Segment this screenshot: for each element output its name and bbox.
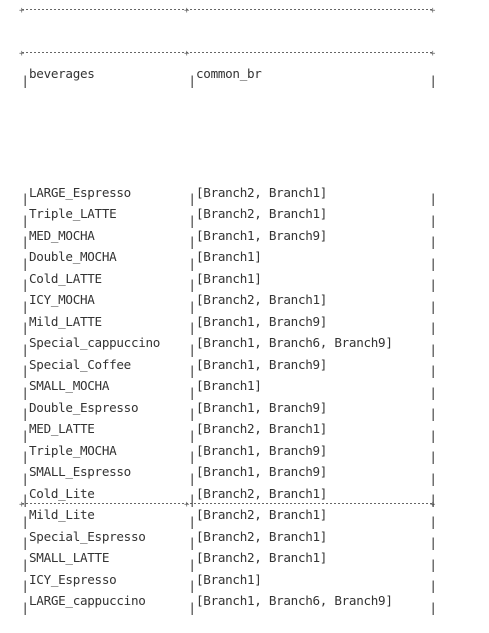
cell-common-br: [Branch1, Branch9]	[196, 464, 328, 479]
cell-common-br: [Branch1, Branch9]	[196, 442, 328, 458]
cell-beverage: SMALL_MOCHA	[29, 378, 110, 393]
corner-plus: +	[430, 49, 436, 59]
table-row: |Cold_LATTE|[Branch1]|	[21, 268, 437, 293]
table-row: |Special_Coffee|[Branch1, Branch9]|	[21, 354, 437, 379]
table-body: |LARGE_Espresso|[Branch2, Branch1]||Trip…	[21, 182, 437, 615]
cell-common-br: [Branch1, Branch6, Branch9]	[196, 335, 393, 350]
table-borders: + + + + + + + + +	[19, 6, 436, 510]
cell-beverage: SMALL_LATTE	[29, 550, 110, 565]
table-row: |MED_MOCHA|[Branch1, Branch9]|	[21, 225, 437, 250]
corner-plus: +	[19, 500, 25, 510]
cell-beverage: Cold_LATTE	[29, 270, 102, 286]
cell-beverage: Double_MOCHA	[29, 249, 117, 264]
cell-beverage: Mild_LATTE	[29, 313, 102, 329]
cell-common-br: [Branch2, Branch1]	[196, 206, 328, 221]
cell-common-br: [Branch1, Branch9]	[196, 227, 328, 243]
table-row: |ICY_Espresso|[Branch1]|	[21, 569, 437, 594]
dataframe-output: |beverages|common_br| |LARGE_Espresso|[B…	[21, 20, 437, 633]
header-beverages: beverages	[29, 66, 95, 81]
table-row: |LARGE_Espresso|[Branch2, Branch1]|	[21, 182, 437, 207]
table-row: |Cold_Lite|[Branch2, Branch1]|	[21, 483, 437, 508]
cell-common-br: [Branch1]	[196, 571, 262, 587]
cell-common-br: [Branch2, Branch1]	[196, 292, 328, 307]
table-row: |Triple_LATTE|[Branch2, Branch1]|	[21, 203, 437, 228]
cell-beverage: Triple_MOCHA	[29, 442, 117, 458]
cell-common-br: [Branch1, Branch9]	[196, 356, 328, 372]
cell-common-br: [Branch2, Branch1]	[196, 528, 328, 544]
cell-common-br: [Branch2, Branch1]	[196, 507, 328, 522]
corner-plus: +	[184, 49, 190, 59]
cell-common-br: [Branch2, Branch1]	[196, 485, 328, 501]
cell-beverage: Triple_LATTE	[29, 206, 117, 221]
cell-beverage: MED_LATTE	[29, 421, 95, 436]
cell-common-br: [Branch1, Branch9]	[196, 399, 328, 415]
table-row: |SMALL_Espresso|[Branch1, Branch9]|	[21, 461, 437, 486]
cell-beverage: ICY_Espresso	[29, 571, 117, 587]
cell-common-br: [Branch2, Branch1]	[196, 421, 328, 436]
cell-beverage: Mild_Lite	[29, 507, 95, 522]
table-header-row: |beverages|common_br|	[21, 63, 437, 88]
table-row: |Special_cappuccino|[Branch1, Branch6, B…	[21, 332, 437, 357]
cell-beverage: LARGE_cappuccino	[29, 593, 146, 608]
table-row: |Double_MOCHA|[Branch1]|	[21, 246, 437, 271]
table-row: |Mild_Lite|[Branch2, Branch1]|	[21, 504, 437, 529]
table-row: |SMALL_MOCHA|[Branch1]|	[21, 375, 437, 400]
cell-common-br: [Branch2, Branch1]	[196, 184, 328, 200]
cell-common-br: [Branch1, Branch6, Branch9]	[196, 593, 393, 608]
corner-plus: +	[184, 6, 190, 16]
cell-common-br: [Branch1]	[196, 249, 262, 264]
table-row: |Double_Espresso|[Branch1, Branch9]|	[21, 397, 437, 422]
table-row: |Mild_LATTE|[Branch1, Branch9]|	[21, 311, 437, 336]
table-row: |SMALL_LATTE|[Branch2, Branch1]|	[21, 547, 437, 572]
cell-common-br: [Branch1]	[196, 270, 262, 286]
cell-beverage: Cold_Lite	[29, 485, 95, 501]
cell-common-br: [Branch1]	[196, 378, 262, 393]
table-row: |Triple_MOCHA|[Branch1, Branch9]|	[21, 440, 437, 465]
corner-plus: +	[430, 500, 436, 510]
table-row: |LARGE_cappuccino|[Branch1, Branch6, Bra…	[21, 590, 437, 615]
cell-beverage: ICY_MOCHA	[29, 292, 95, 307]
cell-common-br: [Branch2, Branch1]	[196, 550, 328, 565]
corner-plus: +	[184, 500, 190, 510]
table-row: |Special_Espresso|[Branch2, Branch1]|	[21, 526, 437, 551]
corner-plus: +	[430, 6, 436, 16]
corner-plus: +	[19, 49, 25, 59]
table-row: |MED_LATTE|[Branch2, Branch1]|	[21, 418, 437, 443]
header-common-br: common_br	[196, 66, 262, 81]
cell-beverage: MED_MOCHA	[29, 227, 95, 243]
cell-common-br: [Branch1, Branch9]	[196, 313, 328, 329]
cell-beverage: LARGE_Espresso	[29, 184, 131, 200]
corner-plus: +	[19, 6, 25, 16]
cell-beverage: Special_Coffee	[29, 356, 131, 372]
cell-beverage: Special_cappuccino	[29, 335, 161, 350]
table-row: |ICY_MOCHA|[Branch2, Branch1]|	[21, 289, 437, 314]
cell-beverage: Special_Espresso	[29, 528, 146, 544]
cell-beverage: SMALL_Espresso	[29, 464, 131, 479]
cell-beverage: Double_Espresso	[29, 399, 139, 415]
